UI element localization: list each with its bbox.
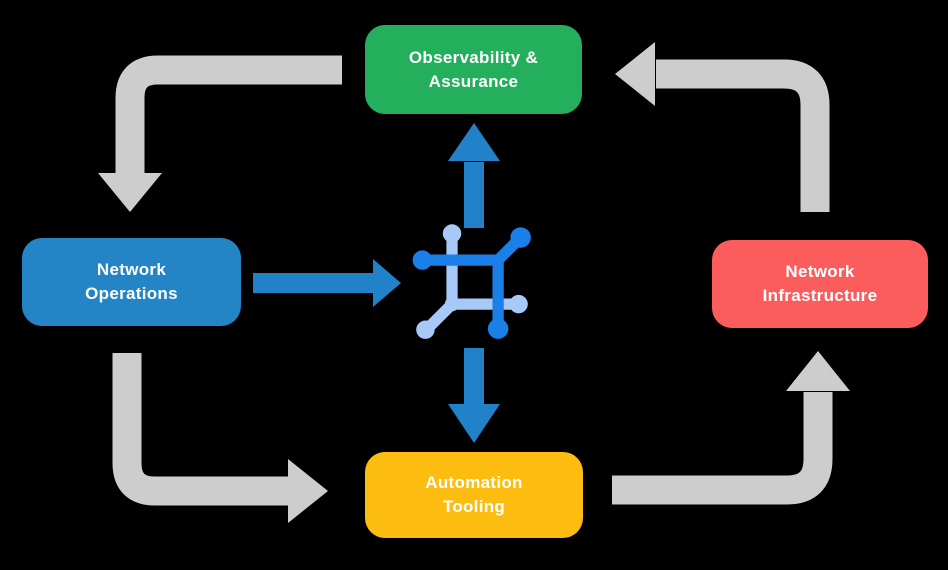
node-label-line: Tooling	[442, 497, 506, 516]
node-label-line: Assurance	[428, 71, 519, 91]
node-label-line: Network	[785, 262, 855, 281]
node-label-line: Observability &	[408, 47, 539, 67]
cycle-arrow-operations-to-automation-icon	[112, 353, 328, 523]
node-network-infrastructure: Network Infrastructure	[712, 240, 928, 328]
node-label-line: Infrastructure	[762, 286, 878, 305]
flow-arrow-center-to-observability-icon	[448, 123, 500, 228]
flow-arrow-operations-to-center-icon	[253, 259, 401, 307]
network-mesh-icon-dark-part	[412, 227, 531, 339]
network-mesh-icon-light-part	[416, 224, 528, 339]
cycle-arrow-infrastructure-to-observability-icon	[615, 42, 830, 212]
node-network-operations: Network Operations	[22, 238, 241, 326]
network-mesh-icon	[412, 224, 531, 339]
cycle-arrow-observability-to-operations-icon	[98, 55, 342, 212]
flow-arrow-center-to-automation-icon	[448, 348, 500, 443]
cycle-arrow-automation-to-infrastructure-icon	[612, 351, 850, 505]
node-label-line: Network	[96, 260, 167, 279]
node-label-line: Operations	[85, 284, 178, 303]
node-automation-tooling: Automation Tooling	[365, 452, 583, 538]
node-observability-assurance: Observability & Assurance	[365, 25, 582, 114]
node-label-line: Automation	[425, 473, 523, 492]
